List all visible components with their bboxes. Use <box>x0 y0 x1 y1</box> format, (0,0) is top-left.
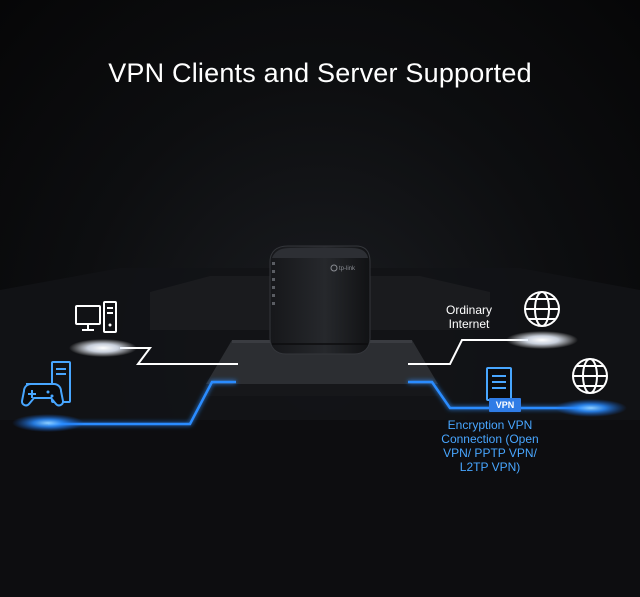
label-line: Connection (Open <box>441 432 539 446</box>
internet-glow-disc <box>506 331 578 349</box>
ordinary-internet-label: Ordinary Internet <box>437 303 501 331</box>
vpn-glow-disc <box>555 399 627 417</box>
router-brand: tp-link <box>339 266 356 272</box>
router-logo-icon <box>330 264 338 272</box>
page-title: VPN Clients and Server Supported <box>108 58 532 88</box>
vpn-connection-label: Encryption VPN Connection (Open VPN/ PPT… <box>430 418 550 474</box>
link-gaming-router <box>48 380 236 426</box>
router-led-strip <box>272 262 275 305</box>
label-line: Ordinary <box>445 303 492 317</box>
floor-backdrop <box>0 268 640 597</box>
globe-icon <box>524 291 560 327</box>
vpn-tag: VPN <box>489 398 521 412</box>
label-line: Internet <box>448 317 490 331</box>
link-router-internet <box>408 339 528 365</box>
label-line: Encryption VPN <box>447 418 533 432</box>
pc-glow-disc <box>69 339 137 357</box>
gamepad-icon <box>21 361 71 407</box>
gaming-glow-disc <box>12 414 84 432</box>
desktop-computer-icon <box>75 301 117 333</box>
label-line: L2TP VPN) <box>459 460 521 474</box>
router-device: tp-link <box>269 245 371 355</box>
globe-icon <box>572 358 608 394</box>
server-icon <box>486 367 512 401</box>
label-line: VPN/ PPTP VPN/ <box>443 446 537 460</box>
